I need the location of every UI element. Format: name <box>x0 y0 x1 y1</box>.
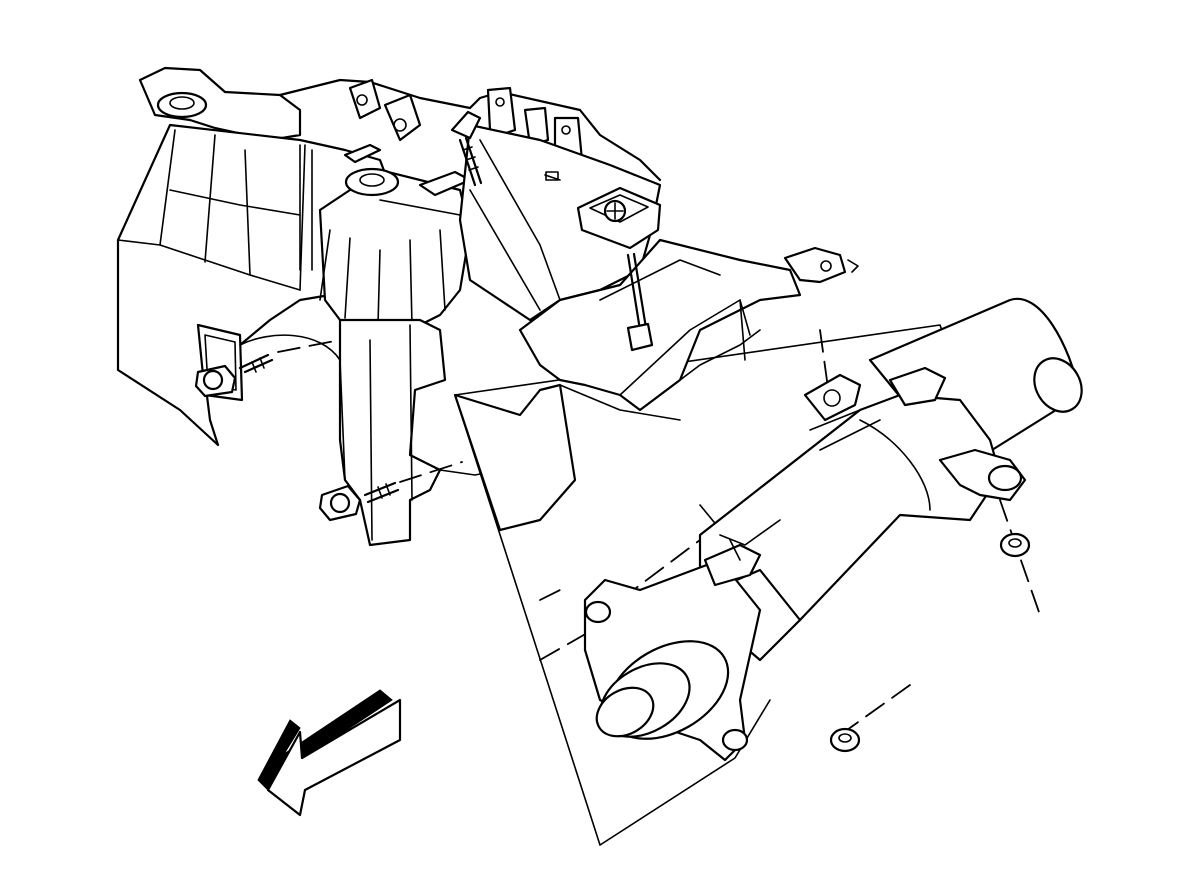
stud-bolt-lower <box>318 481 400 522</box>
nut-right <box>999 532 1031 558</box>
front-direction-arrow-icon <box>257 689 402 817</box>
column-bushing <box>595 640 730 740</box>
mounting-socket <box>576 186 662 250</box>
stud-bolt-left <box>194 353 274 398</box>
dash-panel-bracket <box>116 66 859 547</box>
nut-lower <box>829 727 861 753</box>
harness-clip <box>703 519 781 587</box>
socket-bolt <box>626 252 654 352</box>
steering-column <box>583 297 1083 762</box>
column-upper-bracket <box>803 366 1027 502</box>
upper-bolt <box>450 110 483 187</box>
